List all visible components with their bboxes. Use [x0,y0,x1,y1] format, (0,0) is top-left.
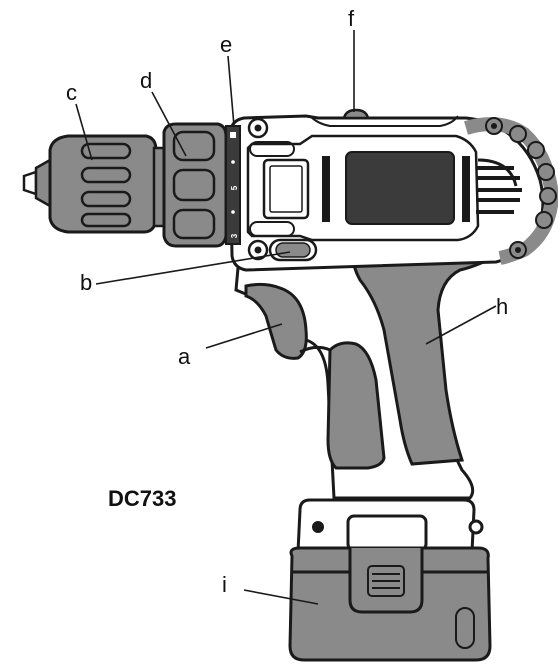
callout-f: f [348,6,355,31]
battery-pack [288,498,492,662]
callout-e: e [220,32,232,57]
vent-bar-right [462,156,470,222]
callout-c: c [66,80,77,105]
callout-a: a [178,344,191,369]
leader-i [243,589,319,605]
leader-e [227,55,235,127]
trigger-switch [244,282,308,360]
battery-screw-left [312,521,324,533]
side-panel [345,151,455,225]
motor-housing [228,108,558,272]
vent-bar-left [322,156,330,222]
callout-b: b [80,270,92,295]
direction-slider [275,242,311,258]
callout-h: h [496,294,508,319]
chuck-sleeve [48,134,158,234]
top-button [342,108,370,120]
callout-labels: c d e f b a h i [66,6,508,597]
handle [234,230,507,500]
battery-screw-right [468,519,484,535]
collar-marking-3: 3 [230,233,239,238]
collar-marking-5: 5 [230,185,239,190]
torque-scale-ring [225,125,241,245]
chuck-assembly: 3 5 [22,122,241,248]
leader-d [151,91,187,157]
leader-h [425,305,497,345]
callout-d: d [140,68,152,93]
model-label: DC733 [108,486,176,511]
leader-lines [75,30,497,605]
leader-b [95,251,291,285]
callout-i: i [222,572,227,597]
chuck-tip [22,170,38,196]
front-grip-pad [326,341,386,470]
rear-bumper [464,117,558,265]
leader-c [75,103,93,161]
leader-a [205,323,283,349]
